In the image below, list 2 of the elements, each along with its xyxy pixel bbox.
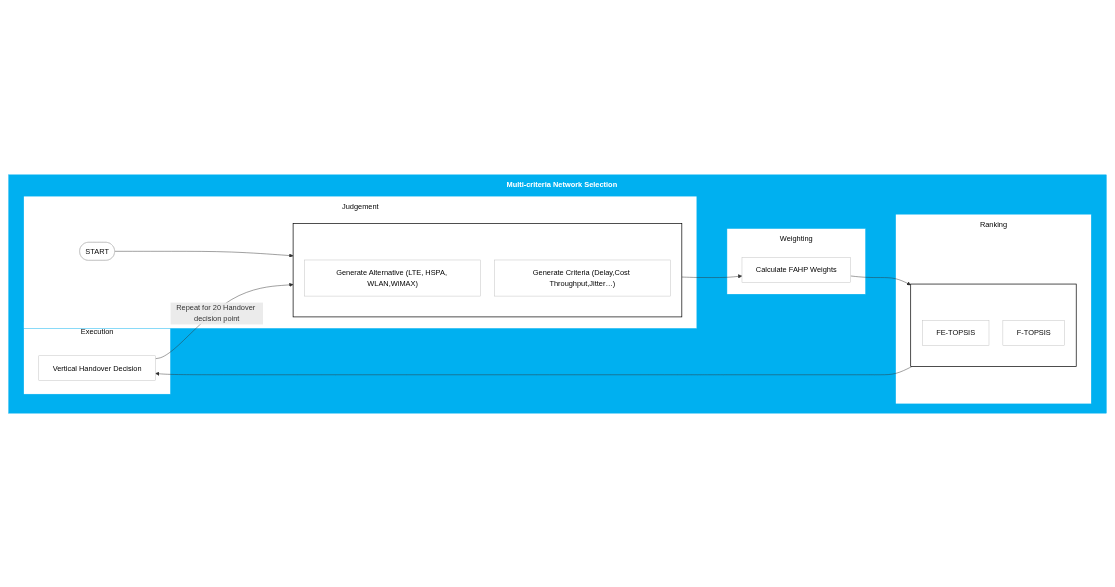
cluster: [910, 283, 1077, 367]
cluster: [292, 222, 683, 317]
